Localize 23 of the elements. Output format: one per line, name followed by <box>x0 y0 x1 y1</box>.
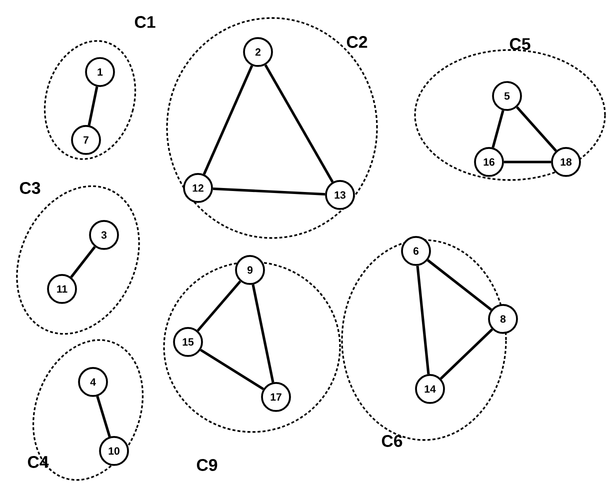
edge-line <box>516 106 557 152</box>
edge-line <box>426 259 492 311</box>
edge-line <box>440 328 494 380</box>
edge-line <box>212 187 326 196</box>
edge-line <box>492 110 504 148</box>
edge-line <box>196 280 242 332</box>
edge-line <box>416 266 430 374</box>
cluster-label: C6 <box>382 435 402 447</box>
node-label: 10 <box>108 447 120 455</box>
edge-line <box>264 64 334 183</box>
edge-line <box>202 65 254 175</box>
edge-line <box>200 348 264 390</box>
edge-line <box>504 160 552 164</box>
cluster-label: C5 <box>510 38 530 50</box>
cluster-label: C2 <box>346 36 368 48</box>
edge-line <box>70 246 96 278</box>
edge-line <box>252 284 274 383</box>
edge-line <box>88 86 98 126</box>
cluster-label: C1 <box>134 16 156 28</box>
cluster-label: C4 <box>28 456 49 468</box>
edge-line <box>96 396 111 438</box>
cluster-label: C3 <box>20 182 40 194</box>
cluster-label: C9 <box>196 459 218 471</box>
